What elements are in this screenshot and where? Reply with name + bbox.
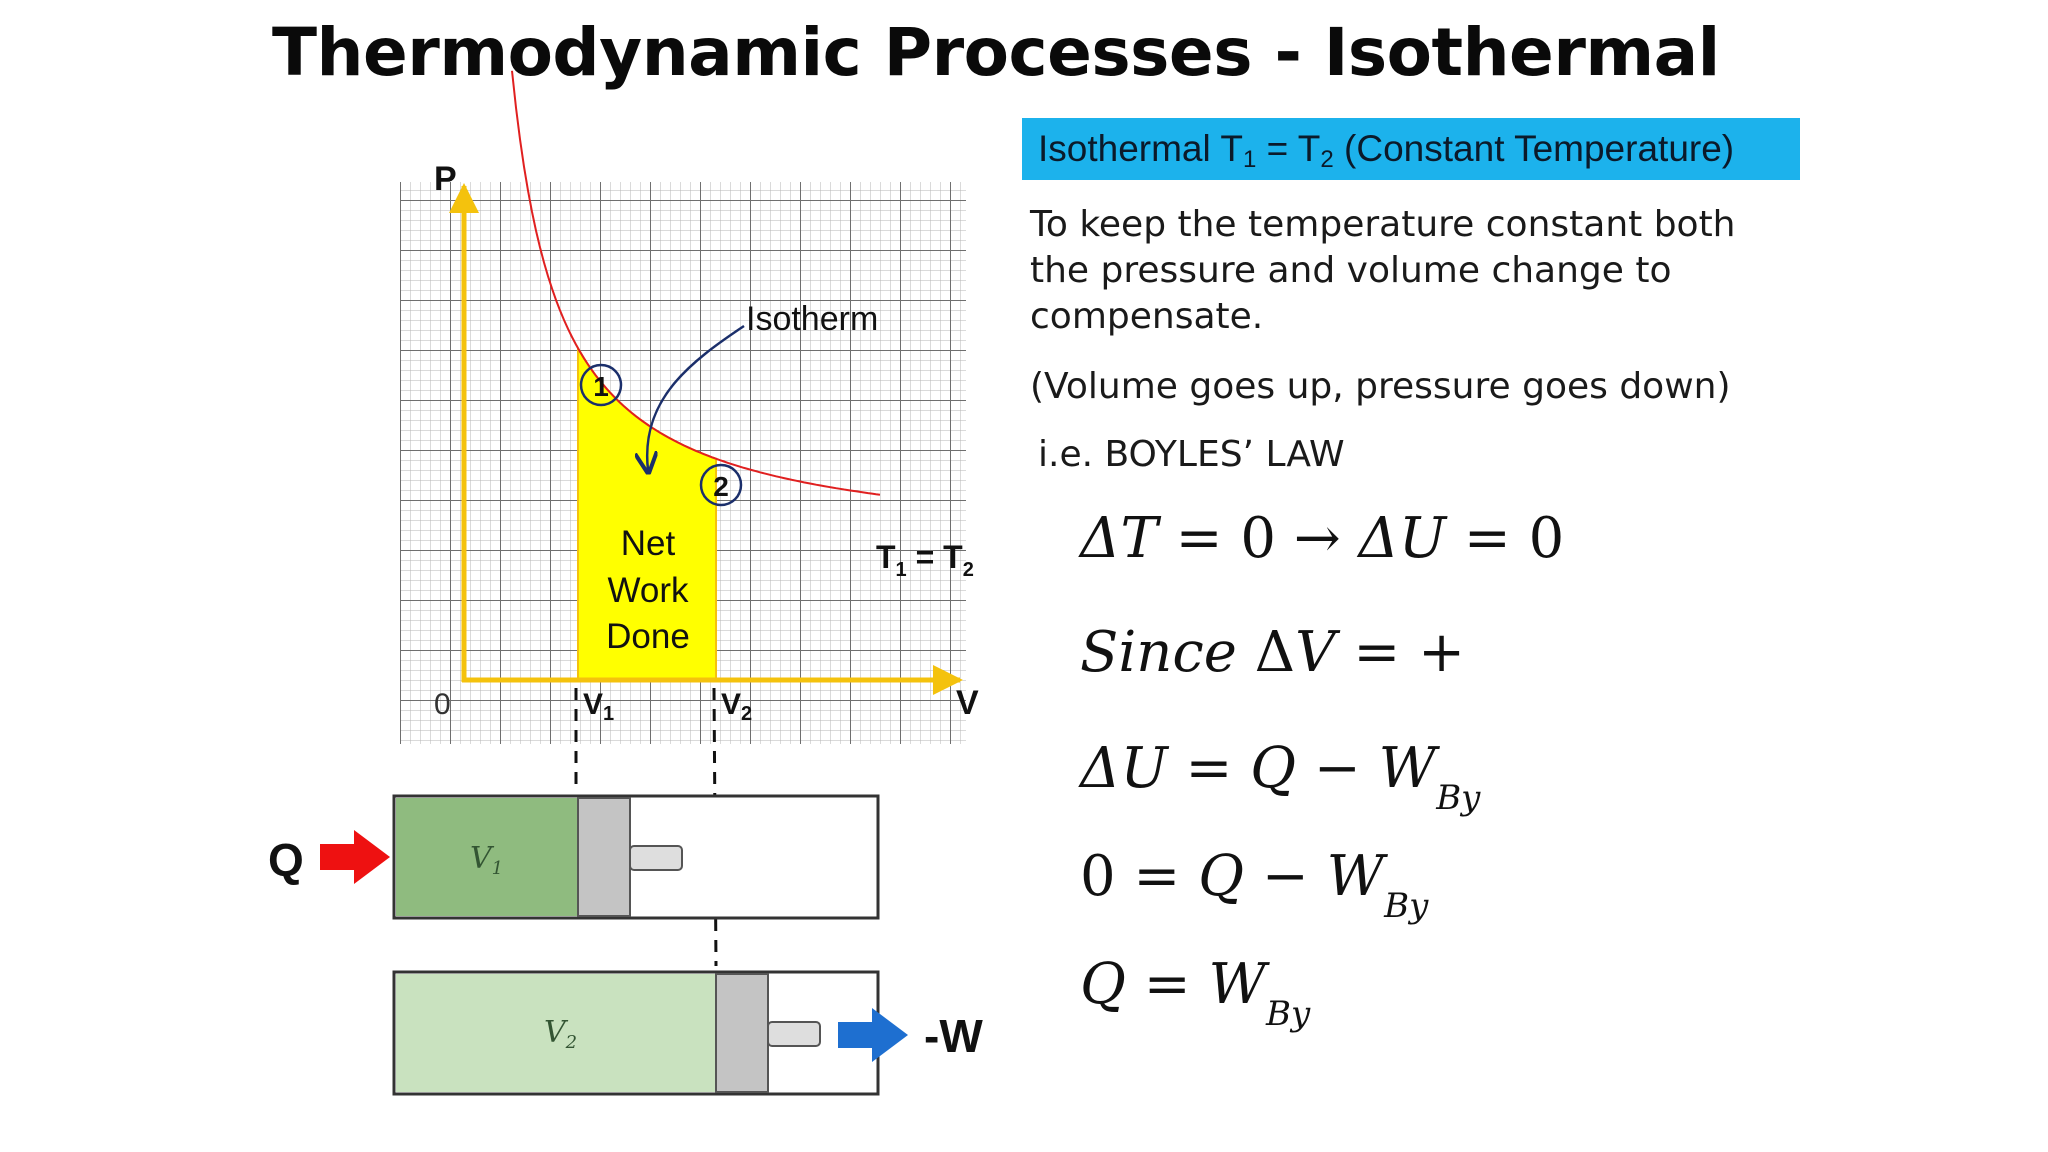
- state-1-label: 1: [593, 371, 609, 402]
- eq4-minus: −: [1244, 844, 1327, 909]
- area-label-work: Work: [607, 571, 689, 610]
- work-out-arrow: [838, 1008, 908, 1062]
- cylinder-1-rod: [629, 845, 683, 871]
- cylinder-2-volume-label: V2: [544, 1015, 577, 1053]
- equation-first-law: ΔU = Q − WBy: [1080, 736, 1480, 818]
- cylinder-2-gas: [396, 974, 716, 1092]
- eq3-w: W: [1378, 736, 1437, 801]
- eq2-delta: Δ: [1236, 620, 1296, 685]
- banner-mid: = T: [1256, 128, 1321, 169]
- eq3-equals: =: [1167, 736, 1251, 801]
- cylinder-1-piston: [577, 797, 631, 917]
- eq4-sub-by: By: [1384, 886, 1429, 926]
- cylinder-1-volume-label: V1: [470, 841, 503, 879]
- cylinder-1-gas: [396, 798, 578, 916]
- eq5-sub-by: By: [1266, 994, 1311, 1034]
- eq1-zero: = 0: [1446, 506, 1565, 571]
- work-label: -W: [924, 1010, 983, 1062]
- eq3-q: Q: [1250, 736, 1297, 801]
- eq5-w: W: [1208, 952, 1267, 1017]
- eq5-equals: =: [1125, 952, 1209, 1017]
- equation-q-equals-w: Q = WBy: [1080, 952, 1310, 1034]
- area-label-net: Net: [621, 524, 676, 563]
- isotherm-pointer-arrow: [647, 324, 745, 470]
- area-label-done: Done: [606, 617, 690, 656]
- cylinder-state-2: V2: [392, 970, 880, 1096]
- heat-label: Q: [268, 834, 304, 886]
- origin-label: 0: [434, 688, 451, 721]
- eq5-q: Q: [1080, 952, 1126, 1017]
- volume-axis-label: V: [956, 684, 979, 722]
- equation-delta-t: ΔT = 0 → ΔU = 0: [1080, 506, 1564, 571]
- eq1-delta-t: ΔT: [1080, 506, 1158, 571]
- volume-pressure-note: (Volume goes up, pressure goes down): [1030, 366, 1731, 407]
- cylinder-2-piston: [715, 973, 769, 1093]
- state-2-label: 2: [713, 471, 729, 502]
- banner-suffix: (Constant Temperature): [1333, 128, 1735, 169]
- banner-sub-1: 1: [1242, 146, 1257, 173]
- banner-prefix: Isothermal T: [1038, 128, 1243, 169]
- eq3-delta-u: ΔU: [1080, 736, 1168, 801]
- eq4-w: W: [1326, 844, 1385, 909]
- state-2-marker: [699, 463, 743, 507]
- process-banner: Isothermal T1 = T2 (Constant Temperature…: [1022, 118, 1800, 180]
- eq4-q: Q: [1198, 844, 1245, 909]
- eq3-minus: −: [1296, 736, 1379, 801]
- cylinder-2-rod: [767, 1021, 821, 1047]
- equation-since: Since ΔV = +: [1080, 620, 1465, 685]
- state-1-marker: [579, 363, 623, 407]
- v2-axis-label: V2: [721, 688, 752, 725]
- eq1-arrow: = 0 →: [1157, 506, 1359, 571]
- v2-dashed-line: [712, 687, 718, 967]
- banner-sub-2: 2: [1320, 146, 1334, 173]
- eq2-since: Since: [1080, 620, 1237, 685]
- cylinder-state-1: V1: [392, 794, 880, 920]
- pressure-axis-label: P: [434, 160, 457, 198]
- heat-in-arrow: [320, 830, 390, 884]
- isotherm-curve: [511, 70, 881, 496]
- eq3-sub-by: By: [1436, 778, 1481, 818]
- eq1-delta-u: ΔU: [1358, 506, 1447, 571]
- eq2-v: V: [1295, 620, 1336, 685]
- eq4-zero: 0 =: [1080, 844, 1199, 909]
- isotherm-label: Isotherm: [746, 300, 878, 338]
- explanation-text: To keep the temperature constant both th…: [1030, 204, 1736, 337]
- eq2-plus: = +: [1335, 620, 1465, 685]
- boyles-law-text: i.e. BOYLES’ LAW: [1038, 434, 1345, 475]
- temperature-equality-label: T1 = T2: [876, 539, 974, 581]
- equation-zero: 0 = Q − WBy: [1080, 844, 1428, 926]
- v1-axis-label: V1: [583, 688, 614, 725]
